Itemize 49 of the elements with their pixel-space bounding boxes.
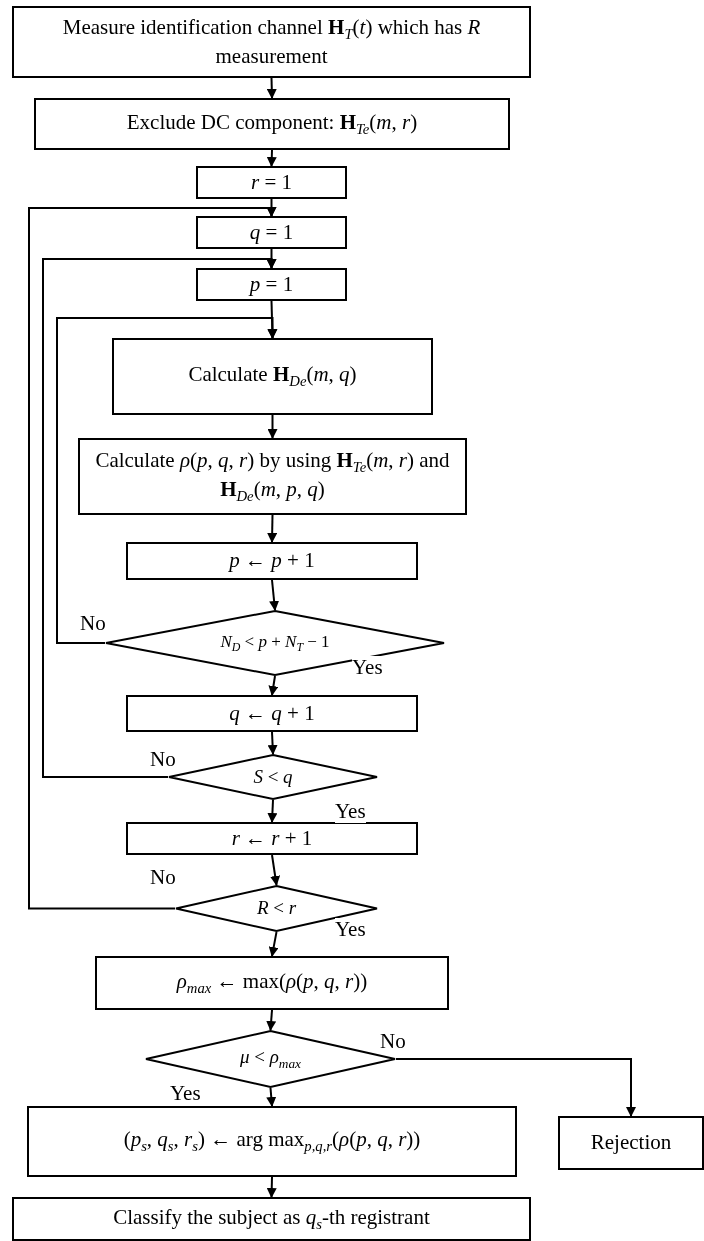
arrow — [266, 1087, 277, 1107]
process-box — [196, 268, 347, 301]
arrow — [395, 1058, 636, 1117]
process-box — [12, 1197, 531, 1241]
arrow — [269, 579, 280, 611]
process-box — [558, 1116, 704, 1170]
node-text: R < r — [255, 897, 298, 920]
arrow — [267, 414, 278, 439]
arrow — [270, 854, 281, 886]
process-box — [12, 6, 531, 78]
node-text: Rejection — [589, 1130, 673, 1156]
node-text: N$_{D}$ < p + N$_{T}$ − 1 — [219, 631, 331, 655]
node-text: p ← p + 1 — [227, 548, 316, 574]
arrow — [268, 931, 279, 957]
node-text: ρ$_{max}$ ← max(ρ(p, q, r)) — [175, 968, 369, 998]
node-text: r ← r + 1 — [230, 825, 314, 852]
node-text: p = 1 — [247, 271, 295, 298]
arrow — [267, 514, 278, 543]
node-text: μ < ρ$_{max}$ — [238, 1046, 302, 1072]
arrow — [266, 77, 277, 99]
node-text: q ← q + 1 — [228, 700, 316, 727]
process-box — [78, 438, 467, 515]
node-text: r = 1 — [250, 169, 293, 196]
node-text: S < q — [252, 765, 294, 789]
arrow — [42, 258, 277, 778]
process-box — [95, 956, 449, 1010]
arrow — [28, 207, 277, 910]
arrow — [267, 731, 278, 755]
arrow — [267, 799, 278, 823]
arrow — [266, 1009, 277, 1031]
node-text: (p$_{s}$, q$_{s}$, r$_{s}$) ← arg max$_{p,q,r}$(ρ(p, q,r)) — [122, 1127, 422, 1156]
process-box — [196, 216, 347, 249]
arrow — [56, 317, 278, 644]
process-box — [126, 542, 418, 580]
arrow — [268, 675, 279, 696]
process-box — [126, 822, 418, 855]
process-box — [34, 98, 510, 150]
process-box — [126, 695, 418, 732]
arrow — [266, 149, 277, 167]
arrow — [266, 1176, 277, 1198]
process-box — [196, 166, 347, 199]
node-text: Measure identification channel H$_{T}$(t) which has R measurement — [61, 15, 482, 69]
process-box — [112, 338, 433, 415]
node-text: Exclude DC component: H$_{Te}$(m, r) — [125, 109, 419, 139]
process-box — [27, 1106, 517, 1177]
node-text: Calculate ρ(p, q, r) by using H$_{Te}$(m, r) and H$_{De}$(m, p, q) — [94, 447, 451, 506]
node-text: q = 1 — [248, 219, 295, 246]
node-text: Calculate H$_{De}$(m, q) — [187, 362, 358, 391]
node-text: Classify the subject as q$_{s}$-th registrant — [112, 1204, 431, 1234]
